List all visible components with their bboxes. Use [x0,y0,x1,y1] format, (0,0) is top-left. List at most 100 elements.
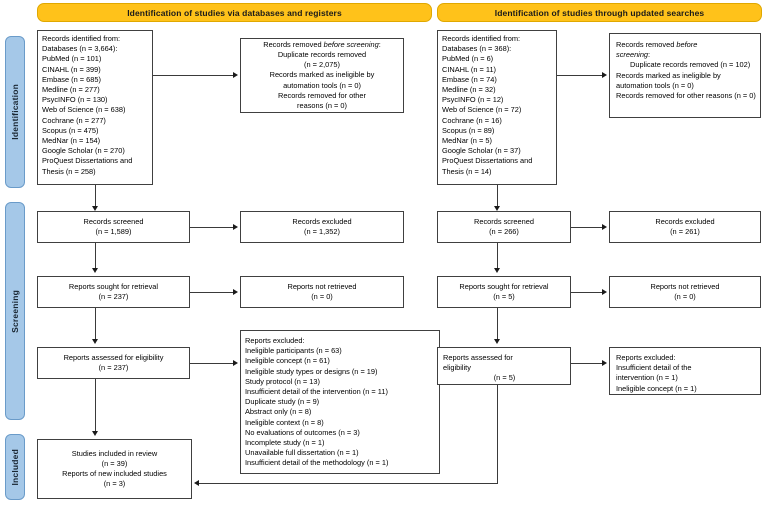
box-label: Reports not retrieved [650,281,720,291]
box-records-excluded-left: Records excluded (n = 1,352) [240,211,404,243]
excluded-item: Insufficient detail of the [616,363,692,373]
connector-line [95,308,96,341]
phase-bar-identification: Identification [5,36,25,188]
phase-label-identification: Identification [10,84,20,140]
source-item: Google Scholar (n = 270) [42,146,125,156]
box-label: Reports assessed for [443,353,513,362]
excluded-item: No evaluations of outcomes (n = 3) [245,427,360,437]
box-reports-assessed-right: Reports assessed for eligibility (n = 5) [437,347,571,385]
connector-line [557,75,602,76]
connector-arrow [602,359,607,366]
excluded-item: Duplicate study (n = 9) [245,397,320,407]
records-identified-title: Records identified from: [42,34,121,43]
box-records-identified-right: Records identified from: Databases (n = … [437,30,557,185]
box-count: (n = 0) [674,292,696,301]
box-reports-sought-left: Reports sought for retrieval (n = 237) [37,276,190,308]
connector-arrow [602,288,607,295]
connector-line [571,363,602,364]
box-reports-sought-right: Reports sought for retrieval (n = 5) [437,276,571,308]
excluded-item: Incomplete study (n = 1) [245,438,325,448]
phase-bar-screening: Screening [5,202,25,420]
removed-line: Records removed for other [278,90,366,100]
box-studies-included: Studies included in review (n = 39) Repo… [37,439,192,499]
removed-line: reasons (n = 0) [297,101,347,111]
removed-item: Records removed for other reasons (n = 0… [616,91,756,101]
box-label: Reports assessed for eligibility [63,352,164,362]
included-line: Reports of new included studies [62,469,167,478]
source-item: ProQuest Dissertations and [42,156,133,166]
phase-label-included: Included [10,448,20,486]
removed-item: Duplicate records removed (n = 102) [630,60,751,70]
connector-line [153,75,233,76]
connector-arrow [493,268,500,273]
box-records-excluded-right: Records excluded (n = 261) [609,211,761,243]
included-line: Studies included in review [71,448,158,458]
records-identified-title: Records identified from: [442,34,521,43]
removed-line: automation tools (n = 0) [283,80,361,90]
connector-arrow [91,431,98,436]
connector-line [497,243,498,270]
box-label: Records screened [83,216,144,226]
box-reports-assessed-left: Reports assessed for eligibility (n = 23… [37,347,190,379]
connector-arrow [233,359,238,366]
connector-line [190,227,233,228]
source-item: Medline (n = 32) [442,85,496,95]
box-records-removed-right: Records removed before screening: Duplic… [609,33,761,118]
box-count: (n = 1,589) [95,227,132,236]
connector-line [199,483,498,484]
box-label: Reports sought for retrieval [459,281,549,291]
box-count: (n = 237) [98,292,129,301]
box-count: (n = 0) [311,292,333,301]
excluded-item: Abstract only (n = 8) [245,407,312,417]
box-count: (n = 266) [489,227,519,236]
connector-arrow [493,339,500,344]
source-item: CINAHL (n = 399) [42,64,101,74]
source-item: MedNar (n = 154) [42,136,101,146]
source-item: Thesis (n = 14) [442,166,492,176]
excluded-item: Ineligible study types or designs (n = 1… [245,366,378,376]
connector-line [571,227,602,228]
banner-right-label: Identification of studies through update… [494,7,705,18]
included-line: (n = 39) [101,458,128,468]
excluded-item: Ineligible concept (n = 61) [245,356,330,366]
connector-line [497,308,498,341]
reports-excluded-title: Reports excluded: [616,353,676,362]
phase-bar-included: Included [5,434,25,500]
source-item: PsycINFO (n = 130) [42,95,108,105]
source-item: Thesis (n = 258) [42,166,96,176]
source-item: Google Scholar (n = 37) [442,146,521,156]
connector-line [497,385,498,483]
connector-line [95,243,96,270]
reports-excluded-title: Reports excluded: [245,336,305,345]
included-line: (n = 3) [103,479,126,489]
box-records-removed-left: Records removed before screening: Duplic… [240,38,404,113]
box-records-screened-right: Records screened (n = 266) [437,211,571,243]
source-item: Scopus (n = 475) [42,125,99,135]
connector-arrow [91,206,98,211]
removed-line: (n = 2,075) [304,60,340,70]
connector-arrow [233,223,238,230]
excluded-item: Ineligible context (n = 8) [245,417,324,427]
connector-arrow [233,288,238,295]
connector-line [190,363,233,364]
source-item: Web of Science (n = 638) [42,105,126,115]
connector-arrow [602,223,607,230]
source-item: Medline (n = 277) [42,85,100,95]
source-item: CINAHL (n = 11) [442,64,497,74]
removed-line: Records marked as ineligible by [269,70,375,80]
source-item: Embase (n = 74) [442,74,497,84]
source-item: Embase (n = 685) [42,74,101,84]
source-item: PubMed (n = 101) [42,54,102,64]
box-count: (n = 5) [493,373,516,383]
box-count: (n = 5) [493,292,515,301]
connector-line [95,379,96,433]
excluded-item: Ineligible concept (n = 1) [616,383,697,393]
source-item: PubMed (n = 6) [442,54,494,64]
connector-arrow [233,71,238,78]
excluded-item: Unavailable full dissertation (n = 1) [245,448,359,458]
excluded-item: Study protocol (n = 13) [245,376,320,386]
connector-arrow [194,479,199,486]
banner-left-label: Identification of studies via databases … [127,7,342,18]
records-removed-heading: Records removed before screening: [263,39,381,49]
